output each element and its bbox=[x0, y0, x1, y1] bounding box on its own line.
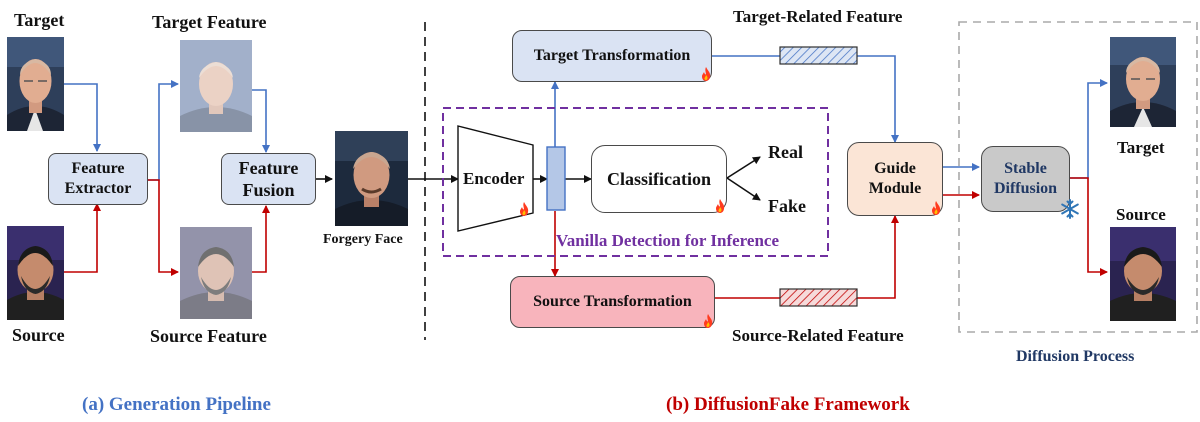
reconstructed-source-image bbox=[1110, 227, 1176, 321]
arrow-target-to-extractor bbox=[64, 83, 101, 152]
flame-icon bbox=[702, 67, 711, 81]
caption-diffusionfake-framework: (b) DiffusionFake Framework bbox=[666, 394, 910, 415]
arrow-diffusion-to-target bbox=[1070, 79, 1108, 179]
target-related-feature-token bbox=[779, 46, 858, 65]
encoder-label: Encoder bbox=[463, 169, 525, 188]
vanilla-detection-region bbox=[442, 107, 829, 257]
flame-icon bbox=[520, 202, 529, 216]
flame-icon bbox=[704, 314, 713, 328]
source-feature-icon bbox=[180, 227, 252, 319]
diffusion-process-label: Diffusion Process bbox=[1016, 348, 1135, 365]
arrow-source-feature-to-guide bbox=[857, 215, 899, 299]
flame-icon bbox=[932, 201, 941, 215]
forgery-face-icon bbox=[335, 131, 408, 226]
diffusion-process-region bbox=[958, 21, 1198, 333]
target-face-image bbox=[7, 37, 64, 131]
diffusion-source-label: Source bbox=[1116, 205, 1166, 224]
forgery-face-label: Forgery Face bbox=[323, 232, 403, 247]
feature-fusion-box: Feature Fusion bbox=[221, 153, 316, 205]
target-label: Target bbox=[14, 10, 65, 30]
caption-generation-pipeline: (a) Generation Pipeline bbox=[82, 394, 271, 415]
fake-label: Fake bbox=[768, 196, 806, 216]
arrow-diffusion-to-source bbox=[1070, 177, 1108, 276]
target-related-feature-label: Target-Related Feature bbox=[733, 7, 903, 26]
target-transformation-box: Target Transformation bbox=[512, 30, 712, 82]
snowflake-icon bbox=[1061, 199, 1079, 219]
source-transformation-box: Source Transformation bbox=[510, 276, 715, 328]
source-feature-label: Source Feature bbox=[150, 326, 267, 346]
arrow-source-feature-to-fusion bbox=[252, 205, 270, 273]
arrow-extractor-to-target-feature bbox=[148, 80, 179, 181]
flame-icon bbox=[716, 199, 725, 213]
vanilla-detection-label: Vanilla Detection for Inference bbox=[556, 231, 780, 250]
encoder-shape bbox=[457, 125, 534, 232]
forgery-face-image bbox=[335, 131, 408, 226]
diffusion-target-label: Target bbox=[1117, 138, 1165, 157]
source-related-feature-token bbox=[779, 288, 858, 307]
arrow-target-feature-to-guide bbox=[857, 55, 899, 143]
source-related-feature-label: Source-Related Feature bbox=[732, 326, 904, 345]
source-label: Source bbox=[12, 325, 65, 345]
target-feature-icon bbox=[180, 40, 252, 132]
arrow-class-to-fake bbox=[726, 177, 761, 201]
target-feature-image bbox=[180, 40, 252, 132]
arrow-target-feature-to-fusion bbox=[252, 89, 270, 153]
classification-box: Classification bbox=[591, 145, 727, 213]
arrow-extractor-to-source-feature bbox=[148, 179, 179, 276]
arrow-class-to-real bbox=[726, 156, 761, 179]
feature-extractor-box: Feature Extractor bbox=[48, 153, 148, 205]
reconstructed-target-image bbox=[1110, 37, 1176, 127]
guide-module-box: Guide Module bbox=[847, 142, 943, 216]
target-feature-label: Target Feature bbox=[152, 12, 267, 32]
stable-diffusion-box: Stable Diffusion bbox=[981, 146, 1070, 212]
source-face-image bbox=[7, 226, 64, 320]
source-face-icon bbox=[7, 226, 64, 320]
reconstructed-source-icon bbox=[1110, 227, 1176, 321]
target-face-icon bbox=[7, 37, 64, 131]
feature-vector bbox=[546, 146, 566, 211]
source-feature-image bbox=[180, 227, 252, 319]
real-label: Real bbox=[768, 142, 803, 162]
reconstructed-target-icon bbox=[1110, 37, 1176, 127]
arrow-source-to-extractor bbox=[64, 203, 101, 273]
